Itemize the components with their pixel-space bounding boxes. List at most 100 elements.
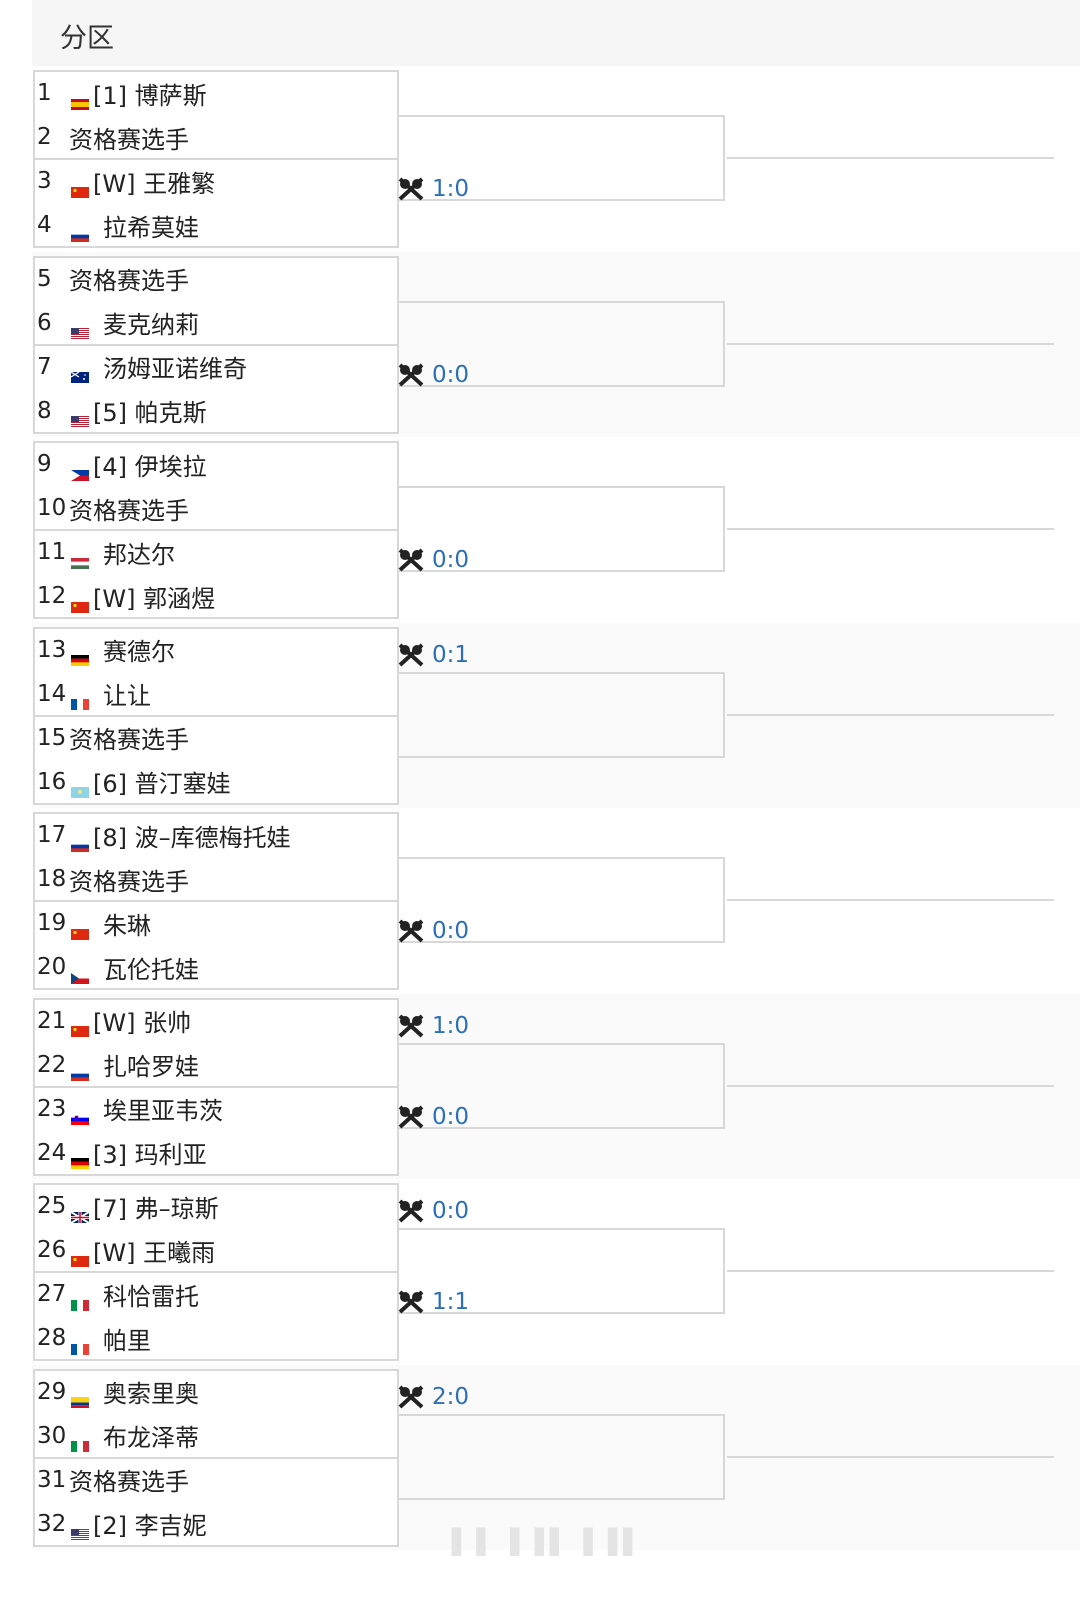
- player-name[interactable]: [W] 张帅: [93, 1009, 192, 1037]
- head-to-head-link[interactable]: 0:0: [398, 545, 469, 575]
- player-name[interactable]: 布龙泽蒂: [103, 1424, 199, 1452]
- draw-position: 7: [37, 353, 52, 380]
- player-name[interactable]: [5] 帕克斯: [93, 399, 207, 427]
- head-to-head-link[interactable]: 1:0: [398, 174, 469, 204]
- player-name[interactable]: 资格赛选手: [69, 867, 189, 896]
- player-row[interactable]: 1 [1] 博萨斯: [35, 71, 395, 115]
- player-name[interactable]: 埃里亚韦茨: [103, 1097, 223, 1125]
- section-title: 分区: [60, 23, 114, 54]
- player-name[interactable]: 朱琳: [103, 911, 151, 940]
- head-to-head-link[interactable]: 0:1: [398, 640, 469, 670]
- player-row[interactable]: 26 [W] 王曦雨: [35, 1228, 395, 1272]
- bracket-connector: [397, 300, 725, 387]
- player-row[interactable]: 32 [2] 李吉妮: [35, 1502, 395, 1546]
- player-row[interactable]: 12[W] 郭涵煜: [35, 574, 395, 618]
- head-to-head-link[interactable]: 0:0: [398, 360, 469, 390]
- player-name[interactable]: [8] 波–库德梅托娃: [93, 823, 291, 852]
- match-box: [33, 1456, 399, 1547]
- player-name[interactable]: 扎哈罗娃: [103, 1053, 199, 1081]
- draw-position: 17: [37, 822, 67, 848]
- draw-position: 32: [37, 1510, 67, 1537]
- player-name[interactable]: [1] 博萨斯: [93, 81, 207, 110]
- china-flag-icon: [71, 1245, 89, 1267]
- player-name[interactable]: 瓦伦托娃: [103, 955, 199, 984]
- player-name[interactable]: [W] 王曦雨: [93, 1238, 216, 1267]
- draw-position: 15: [37, 724, 67, 751]
- czech-flag-icon: [71, 962, 89, 984]
- head-to-head-link[interactable]: 0:0: [398, 1196, 469, 1226]
- match-box: [33, 900, 399, 990]
- china-flag-icon: [71, 1015, 89, 1037]
- head-to-head-score: 0:0: [432, 361, 470, 388]
- draw-position: 31: [37, 1466, 67, 1493]
- match-box: [33, 529, 399, 619]
- player-name[interactable]: 让让: [103, 682, 151, 710]
- crossed-rackets-icon: [398, 643, 432, 667]
- player-name[interactable]: 资格赛选手: [69, 1468, 189, 1496]
- player-name[interactable]: 资格赛选手: [69, 267, 189, 295]
- player-name[interactable]: 麦克纳莉: [103, 311, 199, 339]
- player-name[interactable]: 邦达尔: [103, 540, 175, 569]
- player-row[interactable]: 21[W] 张帅: [35, 999, 395, 1043]
- head-to-head-link[interactable]: 2:0: [398, 1382, 469, 1412]
- player-name[interactable]: 资格赛选手: [69, 726, 189, 754]
- player-name[interactable]: [3] 玛利亚: [93, 1141, 207, 1169]
- player-row[interactable]: 3[W] 王雅繁: [35, 159, 395, 203]
- player-name[interactable]: [W] 郭涵煜: [93, 584, 216, 613]
- bracket-next-round-line: [727, 342, 1054, 345]
- player-name[interactable]: [4] 伊埃拉: [93, 452, 207, 481]
- player-name[interactable]: 汤姆亚诺维奇: [103, 355, 247, 383]
- player-name[interactable]: [W] 王雅繁: [93, 169, 216, 198]
- bracket-next-round-line: [727, 1084, 1054, 1087]
- head-to-head-score: 1:0: [432, 176, 470, 202]
- usa-flag-icon: [71, 317, 89, 339]
- head-to-head-link[interactable]: 1:0: [398, 1011, 469, 1041]
- player-name[interactable]: 资格赛选手: [69, 496, 189, 525]
- draw-position: 26: [37, 1237, 67, 1263]
- player-name[interactable]: 拉希莫娃: [103, 213, 199, 242]
- player-row[interactable]: 7 汤姆亚诺维奇: [35, 345, 395, 389]
- player-row[interactable]: 24[3] 玛利亚: [35, 1131, 395, 1175]
- player-name[interactable]: 资格赛选手: [69, 125, 189, 154]
- player-row[interactable]: 8[5] 帕克斯: [35, 389, 395, 433]
- draw-position: 1: [37, 80, 52, 106]
- player-name[interactable]: 赛德尔: [103, 638, 175, 666]
- player-name[interactable]: [2] 李吉妮: [93, 1512, 207, 1540]
- head-to-head-link[interactable]: 1:1: [398, 1287, 469, 1317]
- player-row[interactable]: 17 [8] 波–库德梅托娃: [35, 813, 395, 857]
- head-to-head-link[interactable]: 0:0: [398, 916, 469, 946]
- player-row[interactable]: 25[7] 弗–琼斯: [35, 1184, 395, 1228]
- player-name[interactable]: 科恰雷托: [103, 1282, 199, 1311]
- player-row[interactable]: 9[4] 伊埃拉: [35, 442, 395, 486]
- section-header: 分区: [32, 0, 1080, 66]
- player-name[interactable]: 帕里: [103, 1326, 151, 1355]
- slovenia-flag-icon: [71, 1103, 89, 1126]
- player-name[interactable]: [6] 普汀塞娃: [93, 770, 231, 798]
- player-row[interactable]: 16[6] 普汀塞娃: [35, 760, 395, 804]
- head-to-head-link[interactable]: 0:0: [398, 1102, 469, 1132]
- bracket-connector: [397, 486, 725, 572]
- player-name[interactable]: [7] 弗–琼斯: [93, 1194, 219, 1223]
- player-name[interactable]: 奥索里奥: [103, 1380, 199, 1408]
- match-box: [33, 1271, 399, 1361]
- match-box: [33, 714, 399, 805]
